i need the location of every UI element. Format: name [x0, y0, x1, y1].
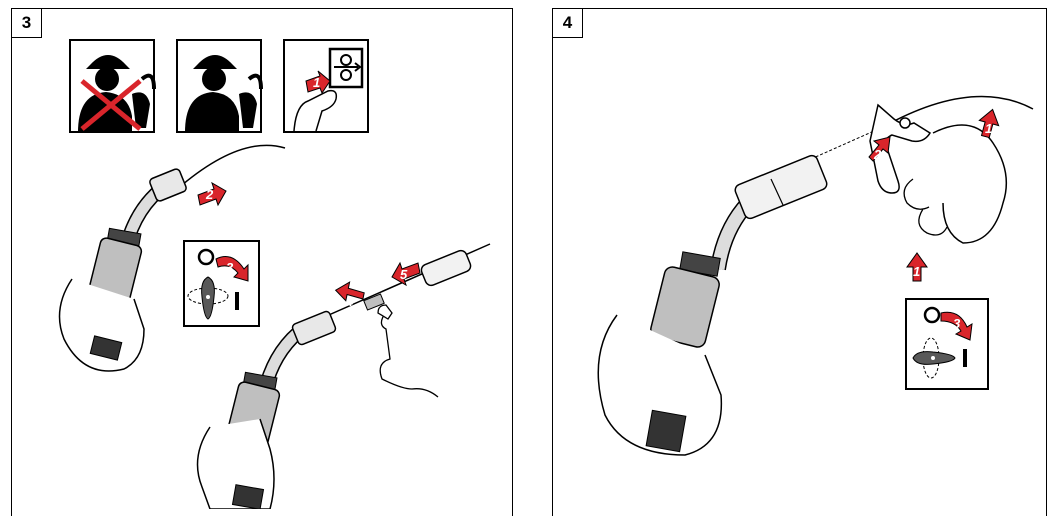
arrow-label-3: 3	[226, 260, 234, 275]
wire-feed-inch-button-icon: 1	[284, 40, 368, 132]
arrow-label-2: 2	[873, 147, 882, 162]
gun-safety-icon	[177, 40, 261, 132]
step-3-illustration: 1 2 3	[12, 9, 514, 509]
arrow-label-1-top: 1	[985, 121, 992, 136]
step-3-panel: 3	[11, 8, 513, 516]
welding-torch	[598, 154, 828, 455]
arrow-label-5: 5	[400, 267, 408, 282]
arrow-label-1: 1	[313, 75, 320, 90]
step-4-panel: 4 1 2 1	[552, 8, 1047, 516]
arrow-label-4: 4	[345, 294, 354, 309]
step-4-illustration: 1 2 1 3	[553, 9, 1048, 509]
main-switch-inset: 3	[184, 241, 259, 326]
no-gun-safety-icon	[70, 40, 154, 132]
arrow-label-2: 2	[205, 187, 214, 202]
arrow-label-3: 3	[953, 316, 961, 331]
arrow-label-1-bottom: 1	[913, 264, 920, 279]
main-switch-inset: 3	[906, 299, 988, 389]
